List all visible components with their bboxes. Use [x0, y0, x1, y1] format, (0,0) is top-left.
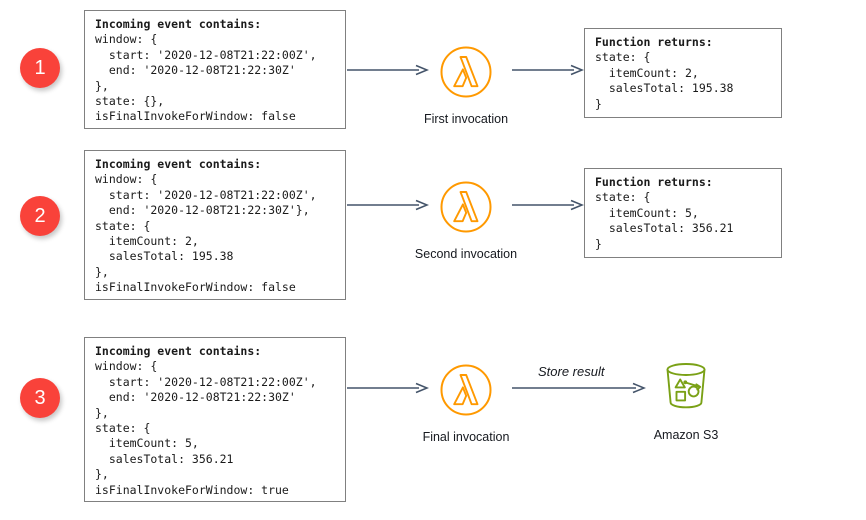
aws-lambda-icon [438, 362, 494, 423]
incoming-event-title-3: Incoming event contains: [95, 344, 262, 358]
arrow-input-to-lambda-1 [347, 64, 429, 76]
incoming-event-title-1: Incoming event contains: [95, 17, 262, 31]
incoming-event-box-2: Incoming event contains: window: { start… [84, 150, 346, 300]
store-result-label: Store result [538, 364, 605, 379]
lambda-caption-3: Final invocation [422, 430, 510, 444]
arrow-input-to-lambda-2 [347, 199, 429, 211]
lambda-node-2: Second invocation [415, 179, 517, 261]
function-returns-body-1: state: { itemCount: 2, salesTotal: 195.3… [595, 50, 734, 111]
lambda-caption-2: Second invocation [414, 247, 518, 261]
arrow-input-to-lambda-3 [347, 382, 429, 394]
function-returns-body-2: state: { itemCount: 5, salesTotal: 356.2… [595, 190, 734, 251]
arrow-lambda-to-s3 [512, 382, 646, 394]
step-badge-label: 3 [34, 387, 46, 409]
incoming-event-body-1: window: { start: '2020-12-08T21:22:00Z',… [95, 32, 317, 124]
step-badge-label: 2 [34, 205, 46, 227]
incoming-event-body-3: window: { start: '2020-12-08T21:22:00Z',… [95, 359, 317, 497]
aws-lambda-icon [438, 44, 494, 105]
function-returns-title-2: Function returns: [595, 175, 713, 189]
step-badge-3: 3 [20, 378, 60, 418]
step-badge-1: 1 [20, 48, 60, 88]
incoming-event-box-1: Incoming event contains: window: { start… [84, 10, 346, 129]
incoming-event-title-2: Incoming event contains: [95, 157, 262, 171]
function-returns-box-1: Function returns: state: { itemCount: 2,… [584, 28, 782, 118]
function-returns-box-2: Function returns: state: { itemCount: 5,… [584, 168, 782, 258]
lambda-node-1: First invocation [422, 44, 510, 126]
lambda-node-3: Final invocation [422, 362, 510, 444]
s3-caption: Amazon S3 [653, 428, 719, 442]
s3-node: Amazon S3 [642, 358, 730, 442]
arrow-lambda-to-output-2 [512, 199, 584, 211]
aws-lambda-icon [438, 179, 494, 240]
lambda-caption-1: First invocation [423, 112, 509, 126]
step-badge-label: 1 [34, 57, 46, 79]
amazon-s3-icon [656, 358, 716, 421]
arrow-lambda-to-output-1 [512, 64, 584, 76]
incoming-event-body-2: window: { start: '2020-12-08T21:22:00Z',… [95, 172, 317, 295]
incoming-event-box-3: Incoming event contains: window: { start… [84, 337, 346, 502]
step-badge-2: 2 [20, 196, 60, 236]
function-returns-title-1: Function returns: [595, 35, 713, 49]
